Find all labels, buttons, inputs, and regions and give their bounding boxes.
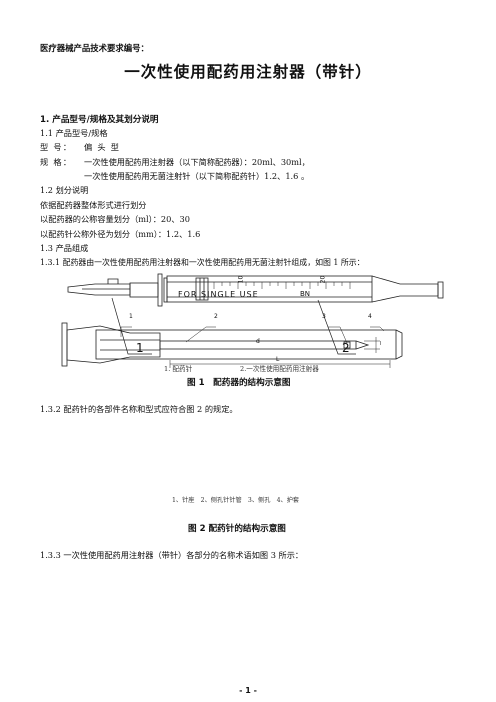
fig1-scale-20: 20 — [319, 275, 327, 284]
division-line-3: 以配药针公称外径为划分（mm）：1.2、1.6 — [40, 229, 201, 239]
page-title: 一次性使用配药用注射器（带针） — [124, 63, 372, 81]
fig2-dim-d: d — [256, 338, 260, 345]
fig2-needle-hub — [66, 325, 161, 364]
fig2-side-hole — [343, 341, 351, 349]
fig1-barrel-brand: BN — [300, 290, 311, 298]
composition-1-3-2: 1.3.2 配药针的各部件名称和型式应符合图 2 的规定。 — [40, 404, 238, 414]
fig1-barrel-end — [371, 275, 439, 303]
model-label: 型 号： — [40, 142, 73, 152]
fig2-leader-4 — [379, 326, 385, 332]
page-number: - 1 - — [239, 686, 257, 695]
division-line-1: 依据配药器整体形式进行划分 — [40, 200, 147, 210]
fig1-callout-2: 2 — [342, 341, 350, 355]
fig1-barrel-text: FOR SINGLE USE — [178, 290, 259, 299]
fig1-leader-1 — [111, 297, 152, 355]
fig2-callout-4: 4 — [368, 313, 372, 320]
fig1-plunger-head — [195, 277, 209, 301]
subheading-1-2: 1.2 划分说明 — [40, 185, 89, 195]
fig1-leader-2 — [317, 299, 356, 355]
fig1-barrel — [166, 275, 373, 303]
fig1-needle-lug — [107, 278, 119, 284]
fig2-callout-1: 1 — [129, 313, 133, 320]
subheading-1-1: 1.1 产品型号/规格 — [40, 128, 108, 138]
model-value: 偏 头 型 — [84, 142, 121, 152]
fig2-callout-2: 2 — [214, 313, 218, 320]
fig1-needle-hub — [129, 282, 159, 298]
fig1-legend-2: 2.一次性使用配药用注射器 — [240, 365, 319, 373]
spec-line-1: 一次性使用配药用注射器（以下简称配药器）：20ml、30ml， — [84, 157, 310, 167]
fig1-graduation-scale — [213, 282, 351, 289]
section-heading: 1. 产品型号/规格及其划分说明 — [40, 115, 159, 125]
fig2-legend: 1、针座 2、侧孔针针管 3、侧孔 4、护套 — [172, 497, 300, 504]
subheading-1-3: 1.3 产品组成 — [40, 243, 89, 253]
fig1-legend-1: 1. 配药针 — [164, 365, 193, 373]
fig1-callout-1: 1 — [136, 341, 144, 355]
fig1-flange — [157, 273, 163, 307]
fig2-leader-3 — [339, 326, 348, 344]
fig2-cannula — [159, 340, 357, 350]
fig2-callout-3: 3 — [322, 313, 326, 320]
fig2-dim-L-label: L — [276, 356, 280, 363]
fig2-protective-sleeve — [95, 329, 397, 360]
composition-1-3-3: 1.3.3 一次性使用配药用注射器（带针）各部分的名称术语如图 3 所示： — [40, 550, 304, 560]
division-line-2: 以配药器的公称容量划分（ml）：20、30 — [40, 214, 190, 224]
figure2-drawing — [61, 322, 403, 367]
doc-code-label: 医疗器械产品技术要求编号： — [40, 43, 149, 53]
fig1-needle-tip — [67, 283, 131, 296]
fig2-dim-l-label: l — [380, 341, 382, 347]
composition-1-3-1: 1.3.1 配药器由一次性使用配药用注射器和一次性使用配药用无菌注射针组成，如图… — [40, 258, 365, 267]
fig1-scale-10: 10 — [237, 275, 245, 284]
fig1-caption: 图 1 配药器的结构示意图 — [187, 378, 291, 388]
fig2-caption: 图 2 配药针的结构示意图 — [188, 524, 286, 534]
fig2-hub-flange — [61, 322, 68, 367]
spec-label: 规 格： — [40, 157, 73, 167]
spec-line-2: 一次性使用配药用无菌注射针（以下简称配药针）1.2、1.6 。 — [84, 171, 310, 181]
fig2-leader-2 — [185, 326, 207, 343]
